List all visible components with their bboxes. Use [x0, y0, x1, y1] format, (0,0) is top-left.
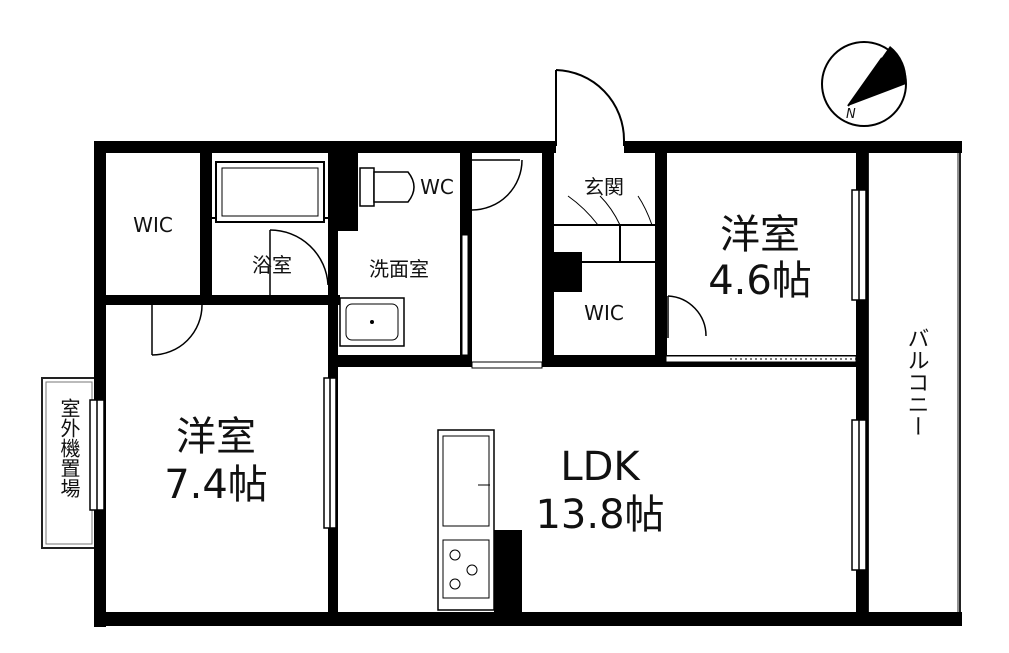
compass-icon: N — [821, 41, 907, 127]
western-room-small-name: 洋室 — [720, 212, 800, 258]
kitchen-counter — [437, 429, 495, 611]
bathroom-label: 浴室 — [252, 253, 292, 277]
wash-basin — [339, 297, 405, 347]
outdoor-unit-label: 室外機置場 — [57, 398, 81, 498]
door-swings — [151, 159, 707, 356]
western-room-large-size: 7.4帖 — [164, 462, 268, 508]
ldk-name: LDK — [560, 444, 641, 490]
wic-center-label: WIC — [584, 301, 624, 325]
western-room-small-size: 4.6帖 — [708, 258, 812, 304]
outdoor-unit-area — [41, 377, 97, 549]
entrance-label: 玄関 — [584, 175, 624, 199]
toilet-label: WC — [420, 175, 454, 199]
toilet-fixture — [359, 167, 415, 207]
shoe-closet — [567, 195, 653, 226]
wic-top-left-label: WIC — [133, 213, 173, 237]
windows — [89, 189, 867, 571]
sliding-doors — [461, 234, 857, 369]
ldk-size: 13.8帖 — [535, 492, 664, 538]
balcony-label: バルコニー — [904, 327, 929, 437]
bathtub — [215, 161, 325, 223]
compass-north-label: N — [846, 107, 856, 122]
washroom-label: 洗面室 — [369, 257, 429, 281]
entrance-door — [555, 69, 625, 146]
western-room-large-name: 洋室 — [176, 414, 256, 460]
